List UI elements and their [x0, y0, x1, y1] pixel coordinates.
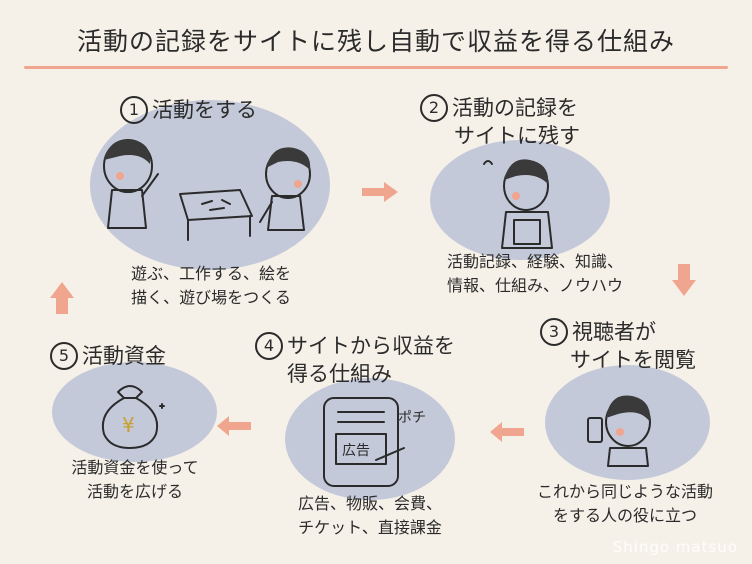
step1-illustration	[103, 139, 311, 241]
money-bag-icon: ¥	[102, 385, 165, 449]
step4-illustration: 広告 ポチ	[323, 397, 426, 487]
child-left-icon	[103, 139, 159, 229]
arrow-down-icon	[672, 264, 696, 296]
step5-illustration: ¥	[102, 385, 165, 449]
step1-desc: 遊ぶ、工作する、絵を描く、遊び場をつくる	[130, 264, 291, 307]
step5-blob	[52, 362, 217, 462]
step1-blob	[90, 100, 330, 270]
step5-number: 5	[50, 342, 78, 370]
tablet-ad-icon: 広告 ポチ	[323, 397, 426, 487]
step2-number: 2	[420, 94, 448, 122]
step3-desc: これから同じような活動をする人の役に立つ	[536, 482, 713, 525]
step2-illustration	[483, 159, 553, 249]
step4-title-line1: サイトから収益を	[287, 334, 455, 358]
step3-blob	[545, 365, 710, 480]
step4-number: 4	[255, 332, 283, 360]
step2-title-line1: 活動の記録を	[452, 96, 578, 120]
step5-desc: 活動資金を使って活動を広げる	[71, 458, 199, 501]
table-icon	[179, 189, 253, 241]
step2-desc: 活動記録、経験、知識、情報、仕組み、ノウハウ	[446, 252, 623, 295]
viewer-icon	[587, 395, 651, 467]
title-underline	[24, 66, 728, 69]
step5-title: 活動資金	[82, 344, 166, 368]
arrow-right-icon	[362, 182, 398, 202]
page-title: 活動の記録をサイトに残し自動で収益を得る仕組み	[76, 27, 675, 56]
step3-illustration	[587, 395, 651, 467]
ad-text: 広告	[342, 443, 370, 459]
step4-desc: 広告、物販、会費、チケット、直接課金	[297, 494, 442, 537]
step3-title-line2: サイトを閲覧	[570, 348, 696, 372]
child-right-icon	[259, 147, 311, 231]
step1-title: 活動をする	[152, 98, 257, 122]
yen-text: ¥	[122, 413, 135, 437]
step4-title-line2: 得る仕組み	[287, 362, 392, 386]
step1-number: 1	[120, 96, 148, 124]
arrow-left-icon	[490, 422, 524, 442]
writer-icon	[483, 159, 553, 249]
step3-number: 3	[540, 318, 568, 346]
arrow-up-icon	[50, 282, 74, 314]
step2-title-line2: サイトに残す	[454, 124, 580, 148]
arrow-left-icon	[217, 416, 251, 436]
click-text: ポチ	[398, 410, 426, 426]
watermark-text: Shingo matsuo	[612, 538, 738, 556]
step3-title-line1: 視聴者が	[572, 320, 656, 344]
